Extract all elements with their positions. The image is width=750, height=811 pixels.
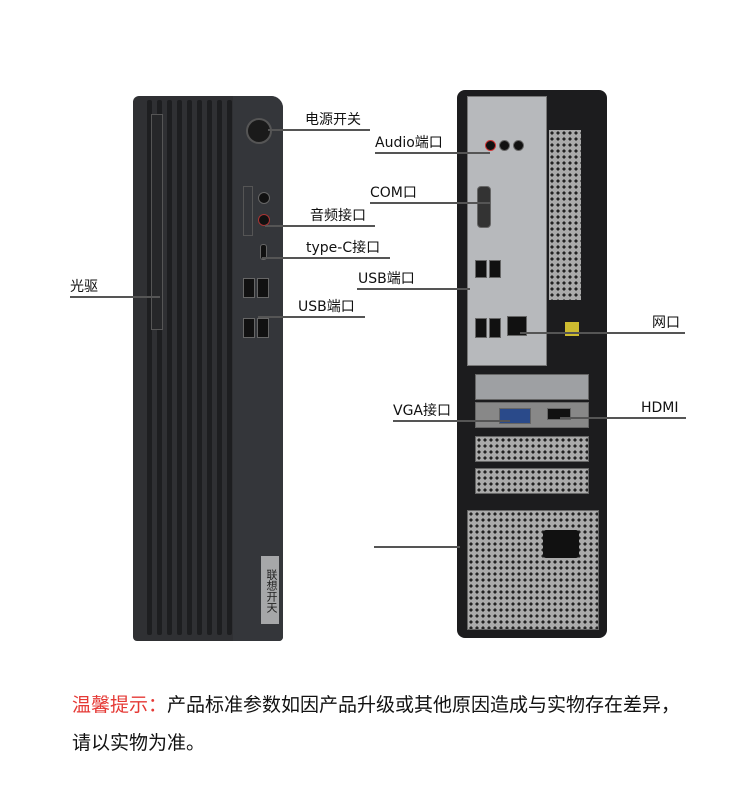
label-hdmi: HDMI [641, 400, 679, 416]
label-optical-drive: 光驱 [70, 279, 98, 295]
optical-drive-slot [151, 114, 163, 330]
pc-rear-view [457, 90, 607, 638]
front-io-panel [233, 96, 283, 641]
label-audio-jack: 音频接口 [310, 208, 366, 224]
power-button [246, 118, 272, 144]
notice-text: 产品标准参数如因产品升级或其他原因造成与实物存在差异，请以实物为准。 [72, 694, 681, 754]
label-type-c: type-C接口 [306, 240, 381, 256]
label-power-switch: 电源开关 [305, 112, 361, 128]
pc-front-view: 联想开天 [133, 96, 283, 641]
label-audio-port: Audio端口 [375, 135, 443, 151]
brand-logo: 联想开天 [261, 556, 279, 624]
label-usb-front: USB端口 [298, 299, 355, 315]
label-com-port: COM口 [370, 185, 417, 201]
label-vga: VGA接口 [393, 403, 452, 419]
label-network-port: 网口 [652, 315, 680, 331]
label-usb-rear: USB端口 [358, 271, 415, 287]
psu [467, 510, 599, 630]
notice: 温馨提示：产品标准参数如因产品升级或其他原因造成与实物存在差异，请以实物为准。 [72, 686, 692, 762]
notice-prefix: 温馨提示： [72, 694, 168, 716]
